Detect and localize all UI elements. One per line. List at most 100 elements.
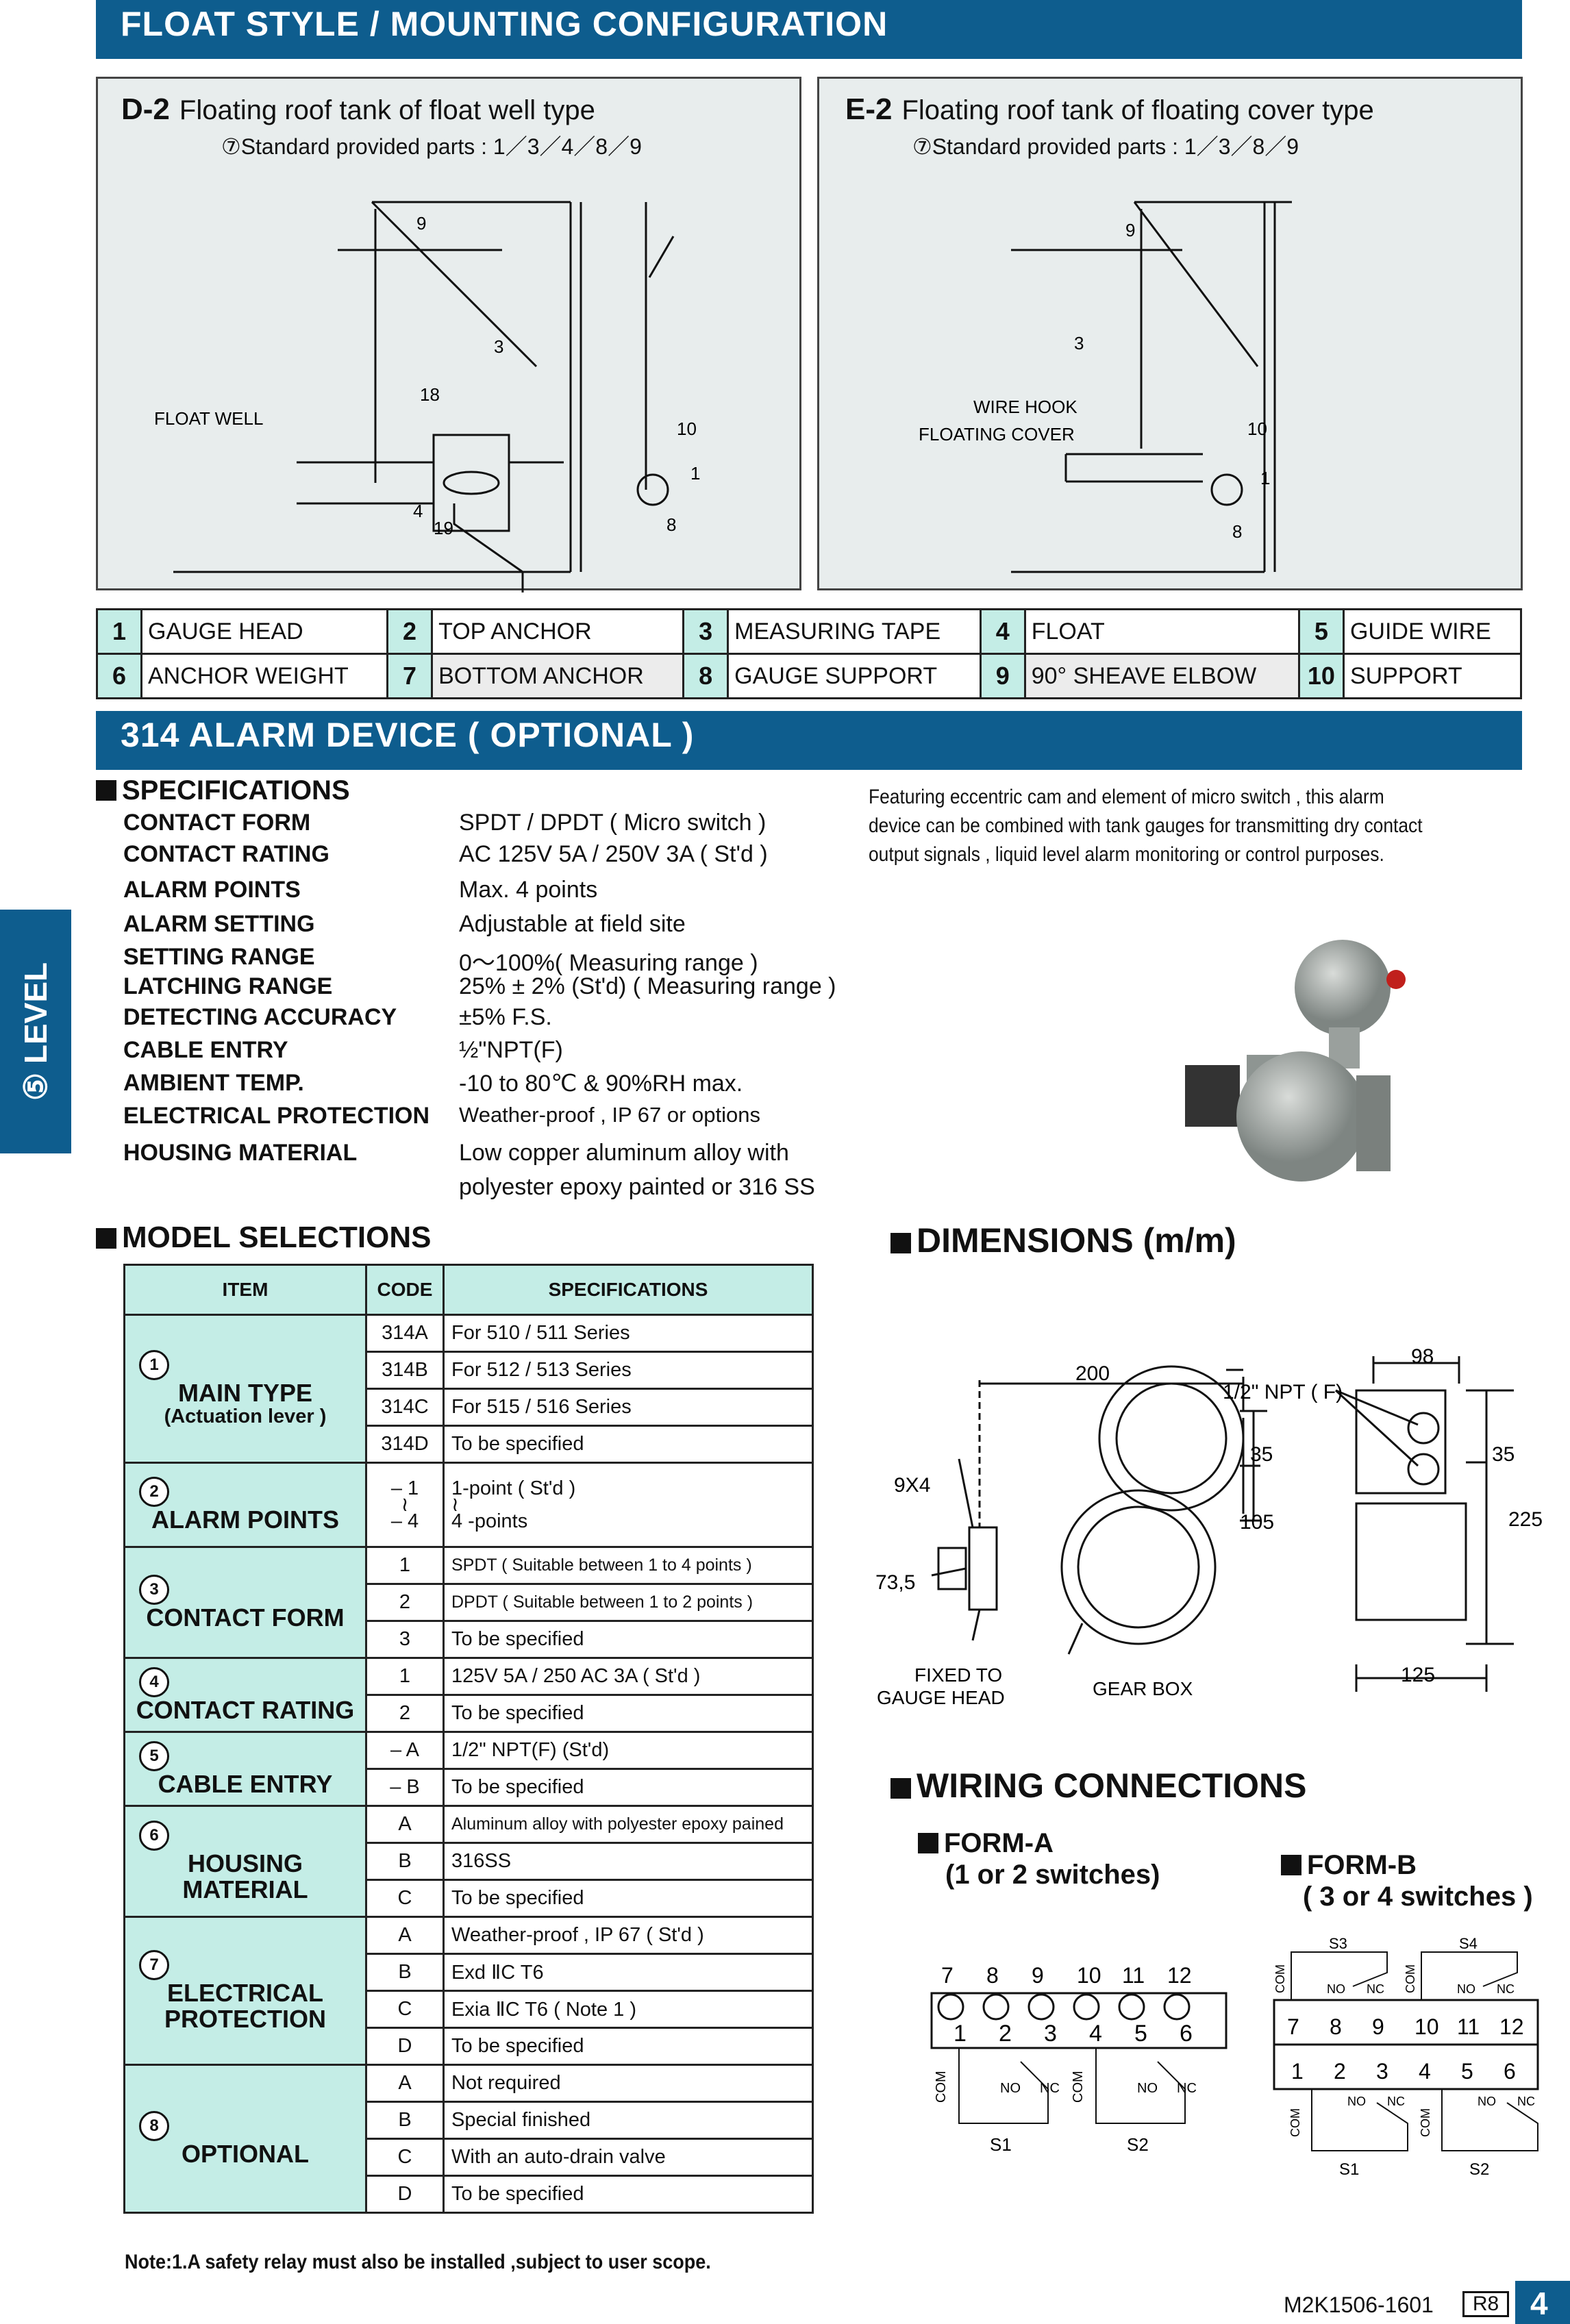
- terminal-number: 2: [1334, 2059, 1346, 2084]
- spec-key: LATCHING RANGE: [123, 973, 333, 999]
- d2-float: [443, 471, 500, 495]
- item-name: CONTACT FORM: [146, 1603, 345, 1632]
- code-cell: 314A: [365, 1314, 445, 1353]
- square-bullet-icon: [96, 780, 116, 801]
- part-num: 2: [386, 608, 434, 655]
- form-b-heading: FORM-B ( 3 or 4 switches ): [1281, 1849, 1533, 1912]
- page-number: 4: [1515, 2281, 1570, 2324]
- item-name: MAIN TYPE: [177, 1379, 312, 1408]
- spec-cell: 125V 5A / 250 AC 3A ( St'd ): [443, 1657, 814, 1696]
- square-bullet-icon: [890, 1778, 911, 1799]
- com-label: COM: [1288, 2108, 1302, 2137]
- spec-cell: Special finished: [443, 2101, 814, 2140]
- spec-cell: To be specified: [443, 1879, 814, 1918]
- item-name: OPTIONAL: [182, 2139, 309, 2168]
- nc-label: NC: [1387, 2095, 1405, 2108]
- d2-float-well-label: FLOAT WELL: [154, 408, 263, 429]
- d2-tank-wall: [453, 503, 524, 592]
- item-name: CABLE ENTRY: [158, 1769, 333, 1798]
- terminal-screw-icon: [1027, 1993, 1055, 2021]
- spec-key: SETTING RANGE: [123, 944, 315, 970]
- dim-225: 225: [1508, 1508, 1543, 1531]
- com-label: COM: [1071, 2071, 1086, 2103]
- model-selections-heading-text: MODEL SELECTIONS: [122, 1221, 432, 1254]
- e2-diagram: 9 3 WIRE HOOK FLOATING COVER 10 1 8: [919, 201, 1292, 573]
- part-num: 5: [1297, 608, 1345, 655]
- terminal-number: 9: [1372, 2014, 1384, 2039]
- d2-n10: 10: [677, 418, 697, 439]
- part-num: 9: [979, 653, 1026, 699]
- terminal-number: 4: [1419, 2059, 1431, 2084]
- terminal-number: 12: [1167, 1963, 1192, 1988]
- part-label: GAUGE HEAD: [140, 608, 389, 655]
- terminal-number: 4: [1089, 2021, 1102, 2047]
- switch-wire: [1441, 2089, 1538, 2151]
- section-title: FLOAT STYLE / MOUNTING CONFIGURATION: [121, 5, 888, 43]
- part-label: MEASURING TAPE: [727, 608, 982, 655]
- spec-cell: For 515 / 516 Series: [443, 1388, 814, 1427]
- part-label: ANCHOR WEIGHT: [140, 653, 389, 699]
- part-num: 7: [386, 653, 434, 699]
- part-num: 4: [979, 608, 1026, 655]
- switch-label: S1: [990, 2134, 1012, 2155]
- spec-cell: For 510 / 511 Series: [443, 1314, 814, 1353]
- spec-key: AMBIENT TEMP.: [123, 1070, 304, 1096]
- spec-value: 0～100%( Measuring range ): [459, 950, 758, 976]
- item-name: CONTACT RATING: [136, 1695, 355, 1724]
- square-bullet-icon: [918, 1833, 938, 1853]
- spec-cell: 1/2" NPT(F) (St'd): [443, 1731, 814, 1770]
- label-gauge-head: GAUGE HEAD: [877, 1687, 1005, 1708]
- section-title: 314 ALARM DEVICE ( OPTIONAL ): [121, 716, 695, 754]
- dimensions-heading: DIMENSIONS (m/m): [890, 1221, 1236, 1260]
- e2-wire-hook-label: WIRE HOOK: [973, 397, 1077, 417]
- part-label: TOP ANCHOR: [431, 608, 685, 655]
- code-cell: 314D: [365, 1425, 445, 1464]
- switch-label: S4: [1459, 1935, 1478, 1952]
- label-fixed-to: FIXED TO: [914, 1664, 1002, 1686]
- terminal-number: 7: [1287, 2014, 1299, 2039]
- switch-label: S2: [1127, 2134, 1149, 2155]
- e2-n3: 3: [1074, 333, 1084, 353]
- code-cell: A: [365, 2064, 445, 2103]
- spec-cell: Not required: [443, 2064, 814, 2103]
- spec-cell: 316SS: [443, 1842, 814, 1881]
- part-label: SUPPORT: [1342, 653, 1523, 699]
- dim-125: 125: [1401, 1664, 1435, 1686]
- spec-cell: To be specified: [443, 1768, 814, 1807]
- com-label: COM: [934, 2071, 949, 2103]
- spec-key: CONTACT RATING: [123, 841, 329, 867]
- spec-cell: To be specified: [443, 1694, 814, 1733]
- e2-n10: 10: [1247, 418, 1267, 439]
- page-number-text: 4: [1530, 2286, 1549, 2321]
- item-number: 4: [139, 1666, 169, 1697]
- code-cell: A: [365, 1916, 445, 1955]
- terminal-number: 9: [1032, 1963, 1044, 1988]
- dim-diameter: 73,5: [875, 1571, 915, 1594]
- spec-cell: With an auto-drain valve: [443, 2138, 814, 2177]
- code-cell: B: [365, 1953, 445, 1992]
- spec-value: ½"NPT(F): [459, 1037, 563, 1063]
- code-cell: A: [365, 1805, 445, 1844]
- com-label: COM: [1419, 2108, 1432, 2137]
- spec-value: Max. 4 points: [459, 877, 598, 903]
- nc-label: NC: [1177, 2081, 1197, 2096]
- d2-n9: 9: [416, 213, 426, 234]
- part-label: 90° SHEAVE ELBOW: [1023, 653, 1300, 699]
- item-name: ALARM POINTS: [151, 1505, 339, 1534]
- flange: [1185, 1065, 1240, 1127]
- revision-badge: R8: [1462, 2291, 1509, 2317]
